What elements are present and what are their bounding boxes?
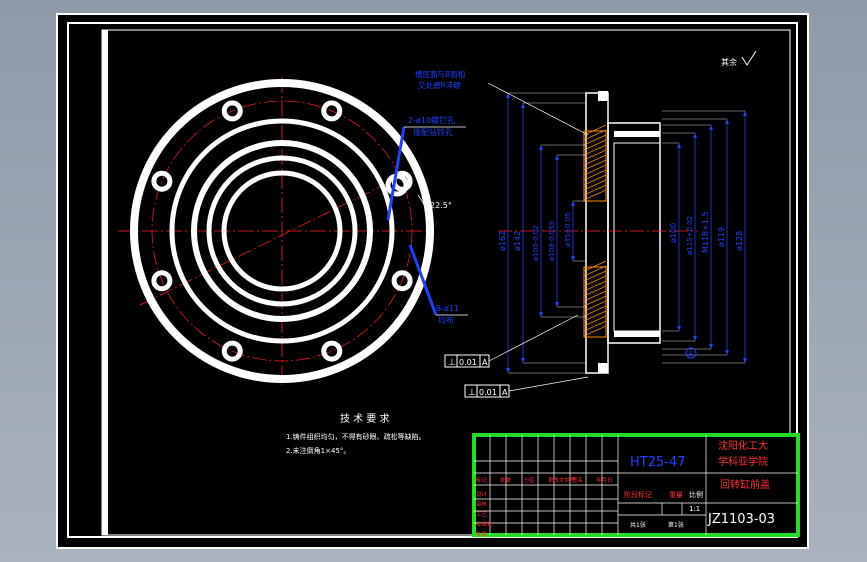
section-thread-bottom — [614, 331, 660, 337]
dim-m118: M118×1.5 — [701, 211, 710, 253]
scale-label: 比例 — [689, 490, 703, 499]
hatch-bottom-frame — [583, 266, 607, 338]
section-body — [607, 122, 661, 344]
ring-outer — [169, 118, 395, 344]
dim-119: ø119 — [717, 227, 726, 247]
section-note-leader — [487, 82, 589, 136]
dimension-lines — [506, 92, 747, 374]
title-block: HT25-47 沈阳化工大 学科亚学院 回转缸前盖 JZ1103-03 阶段标记… — [472, 433, 800, 538]
callout-threaded-2: 锥配钻铰孔 — [413, 127, 453, 137]
callout-bolt-2: 均布 — [438, 315, 454, 325]
scale-value: 1:1 — [689, 505, 700, 513]
front-callouts: 2-ø10螺钉孔 锥配钻铰孔 8-ø11 均布 22.5° — [386, 115, 468, 325]
school-2: 学科亚学院 — [718, 455, 768, 468]
tb-header: 年月日 — [596, 476, 613, 484]
bolt-hole — [321, 100, 343, 122]
section-thread-top — [614, 131, 660, 137]
bolt-hole — [391, 270, 413, 292]
callout-threaded-1: 2-ø10螺钉孔 — [408, 115, 455, 125]
material: HT25-47 — [630, 455, 686, 470]
school-1: 沈阳化工大 — [718, 439, 768, 452]
bolt-hole-group — [151, 100, 413, 362]
section-note-1: 槽底面与B面相 — [415, 69, 465, 79]
tb-header: 签名 — [572, 476, 583, 484]
tb-row-label: 批准 — [476, 530, 488, 538]
weight-label: 重量 — [669, 491, 683, 499]
bolt-hole — [151, 270, 173, 292]
tb-header: 更改文件号 — [548, 476, 576, 484]
bolt-hole-bottom — [598, 363, 608, 373]
tb-row-label: 审核 — [476, 500, 488, 508]
dim-162: ø162 — [498, 231, 507, 251]
bolt-circle — [151, 100, 413, 362]
tb-header: 处数 — [500, 476, 512, 484]
dim-100: ø100 — [669, 223, 678, 243]
dim-100-tol: ø100-0.02 — [532, 225, 540, 261]
bolt-hole — [221, 340, 243, 362]
section-hatching — [583, 124, 607, 337]
section-view — [498, 91, 698, 374]
tb-row-label: 工艺 — [476, 511, 488, 518]
angle-arc — [417, 194, 431, 244]
tolerance-frame-1: ⊥ 0.01 A — [444, 314, 579, 368]
hatch-top-frame — [583, 130, 607, 202]
binding-margin — [102, 30, 108, 535]
bolt-hole — [321, 340, 343, 362]
datum-circle — [685, 347, 697, 359]
svg-text:A: A — [482, 358, 488, 367]
bore — [221, 170, 343, 292]
sheet-total: 共1张 — [630, 521, 646, 529]
front-view — [118, 77, 434, 385]
section-note-2: 交处磨R淬硬 — [418, 80, 461, 90]
sheet-number: 第1张 — [668, 521, 684, 529]
leader-threaded — [386, 126, 406, 221]
section-flange — [585, 92, 609, 374]
tb-header: 分区 — [524, 476, 536, 484]
section-inner-bore — [613, 142, 661, 332]
svg-text:⊥: ⊥ — [468, 388, 476, 398]
drawing-sheet: 2-ø10螺钉孔 锥配钻铰孔 8-ø11 均布 22.5° ø162 ø142 … — [56, 13, 809, 549]
bolt-hole-top — [598, 91, 608, 101]
surface-finish-note: 其余 — [721, 57, 737, 67]
svg-text:0.01: 0.01 — [479, 388, 497, 397]
dim-128: ø128 — [735, 231, 744, 251]
dim-108: ø108-0.055 — [548, 221, 556, 261]
drawing-number: JZ1103-03 — [707, 512, 775, 527]
dim-35: ø35±0.05 — [564, 212, 572, 247]
datum-label: A — [688, 350, 693, 358]
inner-frame — [67, 22, 798, 538]
roughness-symbol — [741, 50, 757, 66]
tb-row-label: 设计 — [476, 490, 488, 498]
tech-req-item-2: 2.未注倒角1×45°。 — [286, 446, 350, 455]
stage-label: 阶段标记 — [624, 490, 652, 499]
tech-req-title: 技 术 要 求 — [340, 412, 390, 425]
svg-text:0.01: 0.01 — [459, 358, 477, 367]
ring-inner — [206, 155, 358, 307]
ring-middle — [191, 140, 373, 322]
angle-label: 22.5° — [430, 201, 452, 210]
part-name: 回转缸前盖 — [720, 478, 770, 491]
bolt-hole — [221, 100, 243, 122]
svg-text:A: A — [502, 388, 508, 397]
callout-bolt-1: 8-ø11 — [436, 304, 459, 313]
svg-text:⊥: ⊥ — [448, 358, 456, 368]
tolerance-frame-2: ⊥ 0.01 A — [464, 376, 589, 398]
dimension-labels: ø162 ø142 ø100-0.02 ø108-0.055 ø35±0.05 … — [498, 211, 744, 261]
cad-drawing: 2-ø10螺钉孔 锥配钻铰孔 8-ø11 均布 22.5° ø162 ø142 … — [67, 22, 800, 538]
leader-bolt — [408, 244, 438, 316]
flange-outer-edge — [130, 79, 434, 383]
tb-header: 标记 — [476, 476, 488, 484]
dim-115: ø115+0.02 — [686, 216, 694, 255]
tech-req-item-1: 1.铸件组织均匀，不得有砂眼、疏松等缺陷。 — [286, 432, 426, 441]
tb-row-label: 标准化 — [476, 520, 493, 528]
dim-142: ø142 — [513, 231, 522, 251]
bolt-hole — [151, 170, 173, 192]
